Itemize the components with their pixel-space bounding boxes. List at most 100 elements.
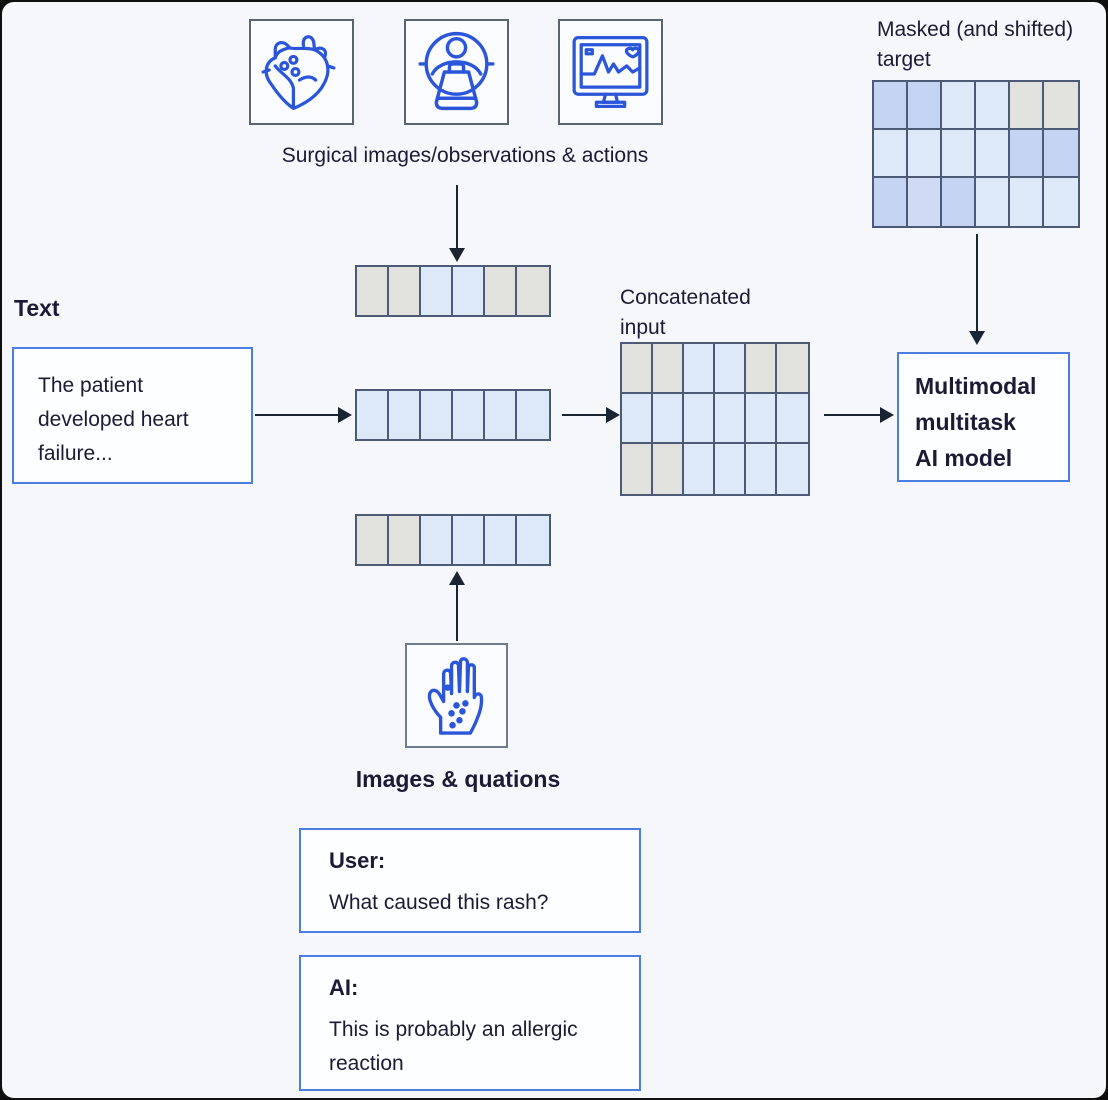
token-cell-light [976, 130, 1010, 178]
arrow-masked-to-model [969, 234, 985, 345]
token-cell-gray [653, 344, 684, 394]
token-grid-row [622, 394, 808, 444]
token-cell-gray [389, 516, 421, 564]
user-message-box: User: What caused this rash? [299, 828, 641, 933]
image-question-box [405, 643, 508, 748]
text-input-box: The patient developed heart failure... [12, 347, 253, 484]
token-cell-mid [908, 178, 942, 226]
token-cell-medium [1044, 130, 1078, 178]
token-grid-row [874, 178, 1078, 226]
surgical-heart-box [249, 19, 354, 125]
token-cell-light [517, 516, 549, 564]
images-questions-label: Images & quations [355, 766, 561, 792]
token-cell-light [421, 267, 453, 315]
token-cell-gray [622, 344, 653, 394]
token-cell-light [684, 444, 715, 494]
arrow-concat-to-model [824, 407, 894, 423]
token-cell-light [746, 394, 777, 444]
token-cell-medium [908, 82, 942, 130]
token-cell-light [942, 130, 976, 178]
token-cell-light [517, 391, 549, 439]
surgical-modalities-label: Surgical images/observations & actions [281, 144, 649, 167]
token-cell-gray [357, 267, 389, 315]
hand-rash-icon [427, 657, 484, 735]
token-cell-gray [389, 267, 421, 315]
token-cell-light [485, 516, 517, 564]
token-cell-light [777, 394, 808, 444]
token-cell-light [684, 344, 715, 394]
masked-target-label-line1: Masked (and shifted) [877, 18, 1074, 41]
token-cell-light [453, 391, 485, 439]
text-token-row [355, 389, 551, 441]
arrow-textbox-to-tokens [255, 407, 352, 423]
model-label-line2: multitask [915, 409, 1016, 435]
concatenated-input-label: Concatenated input [620, 283, 751, 343]
model-label-line1: Multimodal [915, 373, 1037, 399]
token-cell-light [1010, 178, 1044, 226]
surgical-token-row [355, 265, 551, 317]
token-cell-gray [777, 344, 808, 394]
concatenated-input-label-line1: Concatenated [620, 286, 751, 309]
concatenated-input-grid [620, 342, 810, 496]
token-cell-light [389, 391, 421, 439]
token-grid-row [357, 267, 549, 315]
token-cell-light [453, 516, 485, 564]
token-cell-gray [1010, 82, 1044, 130]
token-cell-light [357, 391, 389, 439]
token-cell-light [976, 178, 1010, 226]
anatomical-heart-icon [261, 35, 336, 110]
token-cell-light [942, 82, 976, 130]
arrow-tokens-to-concat [562, 407, 620, 423]
token-cell-light [622, 394, 653, 444]
token-cell-light [421, 516, 453, 564]
token-cell-light [485, 391, 517, 439]
token-grid-row [874, 130, 1078, 178]
token-cell-light [421, 391, 453, 439]
token-cell-medium [874, 82, 908, 130]
token-cell-medium [1010, 130, 1044, 178]
token-cell-gray [517, 267, 549, 315]
text-section-label: Text [14, 295, 60, 321]
token-cell-light [1044, 178, 1078, 226]
ai-title: AI: [329, 975, 359, 1000]
surgical-scanner-box [404, 19, 509, 125]
token-grid-row [357, 391, 549, 439]
surgical-monitor-box [558, 19, 663, 125]
token-cell-light [715, 344, 746, 394]
ct-scanner-icon [418, 31, 495, 111]
token-cell-gray [746, 344, 777, 394]
token-cell-light [976, 82, 1010, 130]
token-grid-row [357, 516, 549, 564]
token-cell-gray [357, 516, 389, 564]
masked-target-grid [872, 80, 1080, 228]
token-cell-light [777, 444, 808, 494]
ai-message-box: AI: This is probably an allergic reactio… [299, 955, 641, 1091]
ai-answer: This is probably an allergic reaction [329, 1018, 578, 1075]
image-question-token-row [355, 514, 551, 566]
token-cell-gray [622, 444, 653, 494]
token-cell-light [746, 444, 777, 494]
token-cell-gray [1044, 82, 1078, 130]
model-label-line3: AI model [915, 445, 1013, 471]
token-grid-row [874, 82, 1078, 130]
masked-target-label: Masked (and shifted) target [877, 15, 1073, 75]
token-cell-medium [942, 178, 976, 226]
masked-target-label-line2: target [877, 48, 931, 71]
token-cell-light [715, 444, 746, 494]
concatenated-input-label-line2: input [620, 316, 666, 339]
token-grid-row [622, 344, 808, 394]
token-cell-light [653, 394, 684, 444]
token-cell-light [684, 394, 715, 444]
token-cell-light [715, 394, 746, 444]
text-input-content: The patient developed heart failure... [38, 374, 189, 465]
user-question: What caused this rash? [329, 891, 549, 914]
arrow-surgical-to-tokens [449, 185, 465, 262]
token-cell-light [874, 130, 908, 178]
token-cell-gray [485, 267, 517, 315]
user-title: User: [329, 848, 386, 873]
token-cell-light [908, 130, 942, 178]
token-grid-row [622, 444, 808, 494]
token-cell-medium [874, 178, 908, 226]
multimodal-model-box: Multimodal multitask AI model [897, 352, 1070, 482]
